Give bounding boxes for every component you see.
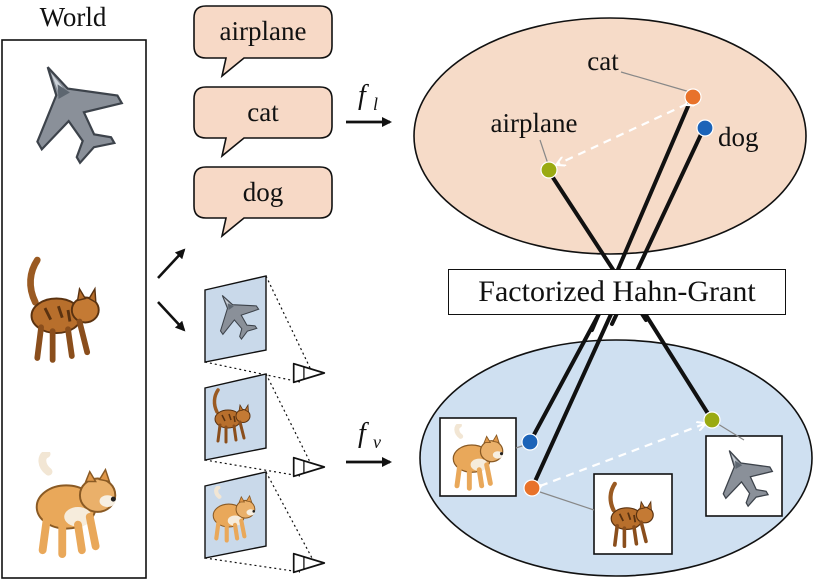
factorized-hahn-grant-box: Factorized Hahn-Grant bbox=[448, 269, 786, 315]
speech-bubble-airplane: airplane bbox=[193, 5, 333, 79]
camera-view-airplane bbox=[203, 275, 326, 384]
lang-point-airplane bbox=[540, 161, 558, 179]
world-dog-image bbox=[37, 454, 116, 554]
airplane-leader-line bbox=[539, 139, 549, 165]
lang-point-cat bbox=[684, 88, 702, 106]
world-to-language-arrow bbox=[157, 248, 186, 279]
camera-view-cat bbox=[204, 373, 326, 478]
camera-frustum-icon bbox=[292, 552, 326, 574]
language-map-subscript: l bbox=[373, 94, 378, 114]
bubble-label-cat: cat bbox=[247, 97, 279, 127]
vision-point-airplane bbox=[703, 411, 721, 429]
lang-label-airplane: airplane bbox=[491, 108, 578, 138]
language-map-arrow: f l bbox=[346, 80, 392, 127]
lang-distance-arrow bbox=[558, 104, 687, 164]
vision-map-label: f bbox=[358, 418, 369, 449]
vision-map-arrow: f v bbox=[346, 418, 392, 467]
world-title: World bbox=[40, 2, 107, 32]
vision-map-subscript: v bbox=[373, 432, 381, 452]
world-cat-image bbox=[30, 260, 98, 360]
language-map-label: f bbox=[358, 80, 369, 111]
world-to-vision-arrow bbox=[157, 301, 186, 332]
cat-leader-line bbox=[620, 71, 691, 93]
vision-point-dog bbox=[521, 433, 539, 451]
bubble-label-dog: dog bbox=[243, 177, 284, 207]
speech-bubble-dog: dog bbox=[193, 166, 333, 239]
speech-bubble-cat: cat bbox=[193, 86, 333, 159]
camera-view-dog bbox=[204, 471, 326, 574]
vision-point-cat bbox=[523, 479, 541, 497]
vision-distance-arrow bbox=[540, 424, 704, 486]
vision-points bbox=[439, 411, 783, 555]
world-box bbox=[1, 39, 147, 579]
lang-point-dog bbox=[696, 119, 714, 137]
world-airplane-image bbox=[6, 42, 139, 178]
lang-label-dog: dog bbox=[718, 122, 759, 152]
language-points: cat airplane dog bbox=[491, 46, 759, 179]
lang-label-cat: cat bbox=[587, 46, 619, 76]
bubble-label-airplane: airplane bbox=[220, 16, 307, 46]
